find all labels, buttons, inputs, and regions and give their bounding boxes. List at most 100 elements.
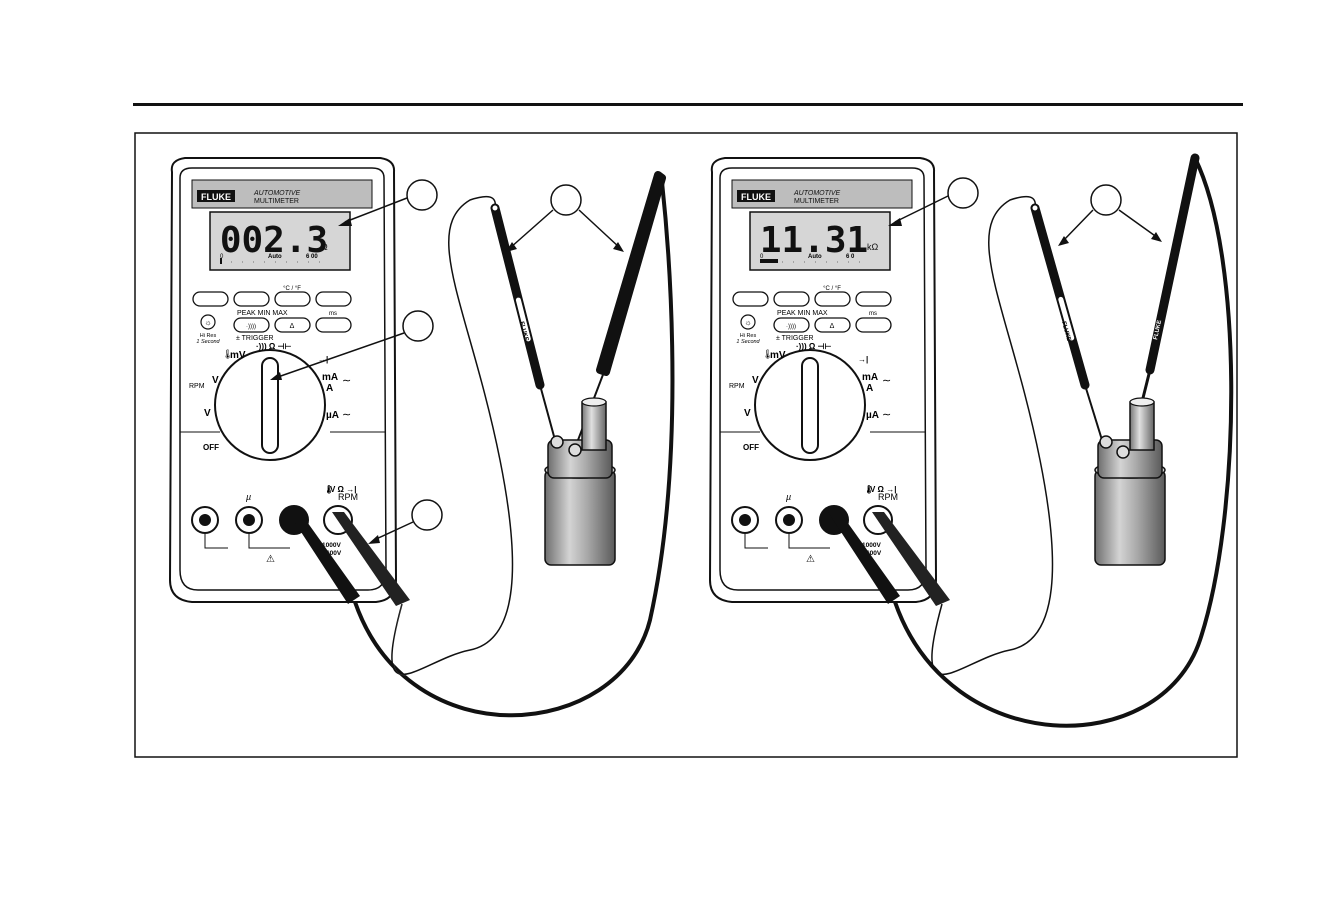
svg-text:1000V: 1000V [862, 542, 881, 549]
probe-black [596, 171, 666, 376]
svg-text:∼: ∼ [882, 375, 891, 387]
lead-wire-gray [391, 195, 514, 675]
svg-text:OFF: OFF [203, 443, 219, 452]
figure-frame [134, 132, 1238, 758]
svg-text:🌡: 🌡 [864, 484, 874, 494]
button-sound[interactable] [773, 317, 810, 333]
coil-terminal-2 [1116, 445, 1130, 459]
svg-text:Hi Res: Hi Res [200, 333, 217, 339]
display-unit: Ω [321, 242, 328, 252]
svg-text:A: A [326, 383, 333, 394]
svg-text:PEAK MIN MAX: PEAK MIN MAX [777, 310, 828, 317]
model-line2: MULTIMETER [254, 198, 299, 205]
svg-text:V: V [744, 408, 751, 419]
coil-body [1094, 469, 1166, 566]
svg-text:mA: mA [322, 372, 338, 383]
svg-text:0: 0 [760, 254, 764, 260]
svg-text:A: A [866, 383, 873, 394]
svg-text:600V: 600V [326, 550, 342, 557]
svg-text:FLUKE: FLUKE [1153, 320, 1163, 341]
svg-text:± TRIGGER: ± TRIGGER [776, 335, 814, 342]
svg-text:Hi Res: Hi Res [740, 333, 757, 339]
svg-text:·))) Ω ⊣⊢: ·))) Ω ⊣⊢ [256, 341, 291, 351]
warning-icon: ⚠ [266, 554, 275, 565]
button-ms[interactable] [315, 317, 352, 333]
thermometer-icon: 🌡 [762, 349, 773, 359]
backlight-icon: ☼ [744, 318, 751, 327]
svg-text:6 0: 6 0 [846, 254, 855, 260]
svg-text:V Ω →|: V Ω →| [330, 485, 356, 494]
probe-label: FLUKE [1060, 321, 1071, 342]
svg-text:1000V: 1000V [322, 542, 341, 549]
svg-text:0: 0 [220, 254, 224, 260]
probe-gray [490, 203, 545, 390]
thermometer-icon: 🌡 [222, 349, 233, 359]
backlight-icon: ☼ [204, 318, 211, 327]
button-temp[interactable] [274, 291, 311, 307]
button-temp[interactable] [814, 291, 851, 307]
svg-text:RPM: RPM [729, 383, 745, 390]
callout-4 [411, 499, 443, 531]
svg-text:Δ: Δ [830, 323, 835, 330]
button-delta[interactable] [814, 317, 851, 333]
svg-text:Auto: Auto [808, 254, 822, 260]
red-lead-plug [332, 512, 410, 606]
svg-text:PEAK MIN MAX: PEAK MIN MAX [237, 310, 288, 317]
svg-text:Δ: Δ [290, 323, 295, 330]
black-lead-plug [828, 512, 900, 604]
svg-text:V: V [212, 375, 219, 386]
svg-text:1 Second: 1 Second [736, 339, 760, 345]
svg-text:V: V [204, 408, 211, 419]
coil-terminal-1 [1099, 435, 1113, 449]
callout-1 [406, 179, 438, 211]
black-lead-plug [288, 512, 360, 604]
svg-text:FLUKE: FLUKE [597, 318, 609, 339]
callout-1 [947, 177, 979, 209]
red-lead-plug [872, 512, 950, 606]
display-reading: 002.3 [220, 220, 328, 261]
warning-icon: ⚠ [806, 554, 815, 565]
coil-body [544, 469, 616, 566]
svg-text:V Ω →|: V Ω →| [870, 485, 896, 494]
svg-text:mV: mV [230, 350, 246, 361]
button-1[interactable] [192, 291, 229, 307]
display-reading: 11.31 [760, 220, 868, 261]
callout-2 [550, 184, 582, 216]
brand-logo [737, 190, 775, 202]
svg-text:µA: µA [866, 410, 879, 421]
brand-text: FLUKE [741, 192, 771, 202]
display-unit: kΩ [867, 242, 879, 252]
probe-label: FLUKE [518, 321, 529, 342]
callout-2 [1090, 184, 1122, 216]
svg-text:🌡: 🌡 [324, 484, 334, 494]
button-2[interactable] [773, 291, 810, 307]
backlight-button[interactable] [740, 314, 756, 330]
model-line2: MULTIMETER [794, 198, 839, 205]
svg-text:·))) Ω ⊣⊢: ·))) Ω ⊣⊢ [796, 341, 831, 351]
display [209, 211, 351, 271]
svg-text:V: V [752, 375, 759, 386]
svg-text:600V: 600V [866, 550, 882, 557]
lead-wire-gray [931, 195, 1054, 675]
button-2[interactable] [233, 291, 270, 307]
svg-text:→|: →| [858, 355, 868, 364]
button-ms[interactable] [855, 317, 892, 333]
button-1[interactable] [732, 291, 769, 307]
probe-black [1145, 153, 1200, 375]
brand-text: FLUKE [201, 192, 231, 202]
backlight-button[interactable] [200, 314, 216, 330]
callout-3 [402, 310, 434, 342]
svg-text:1 Second: 1 Second [196, 339, 220, 345]
svg-text:µ: µ [246, 492, 251, 502]
probe-gray [1030, 203, 1090, 390]
button-4[interactable] [855, 291, 892, 307]
svg-text:OFF: OFF [743, 443, 759, 452]
button-delta[interactable] [274, 317, 311, 333]
button-4[interactable] [315, 291, 352, 307]
svg-text:6 00: 6 00 [306, 254, 318, 260]
svg-text:µA: µA [326, 410, 339, 421]
dial-pointer [801, 357, 819, 454]
coil-terminal-1 [550, 435, 564, 449]
button-sound[interactable] [233, 317, 270, 333]
